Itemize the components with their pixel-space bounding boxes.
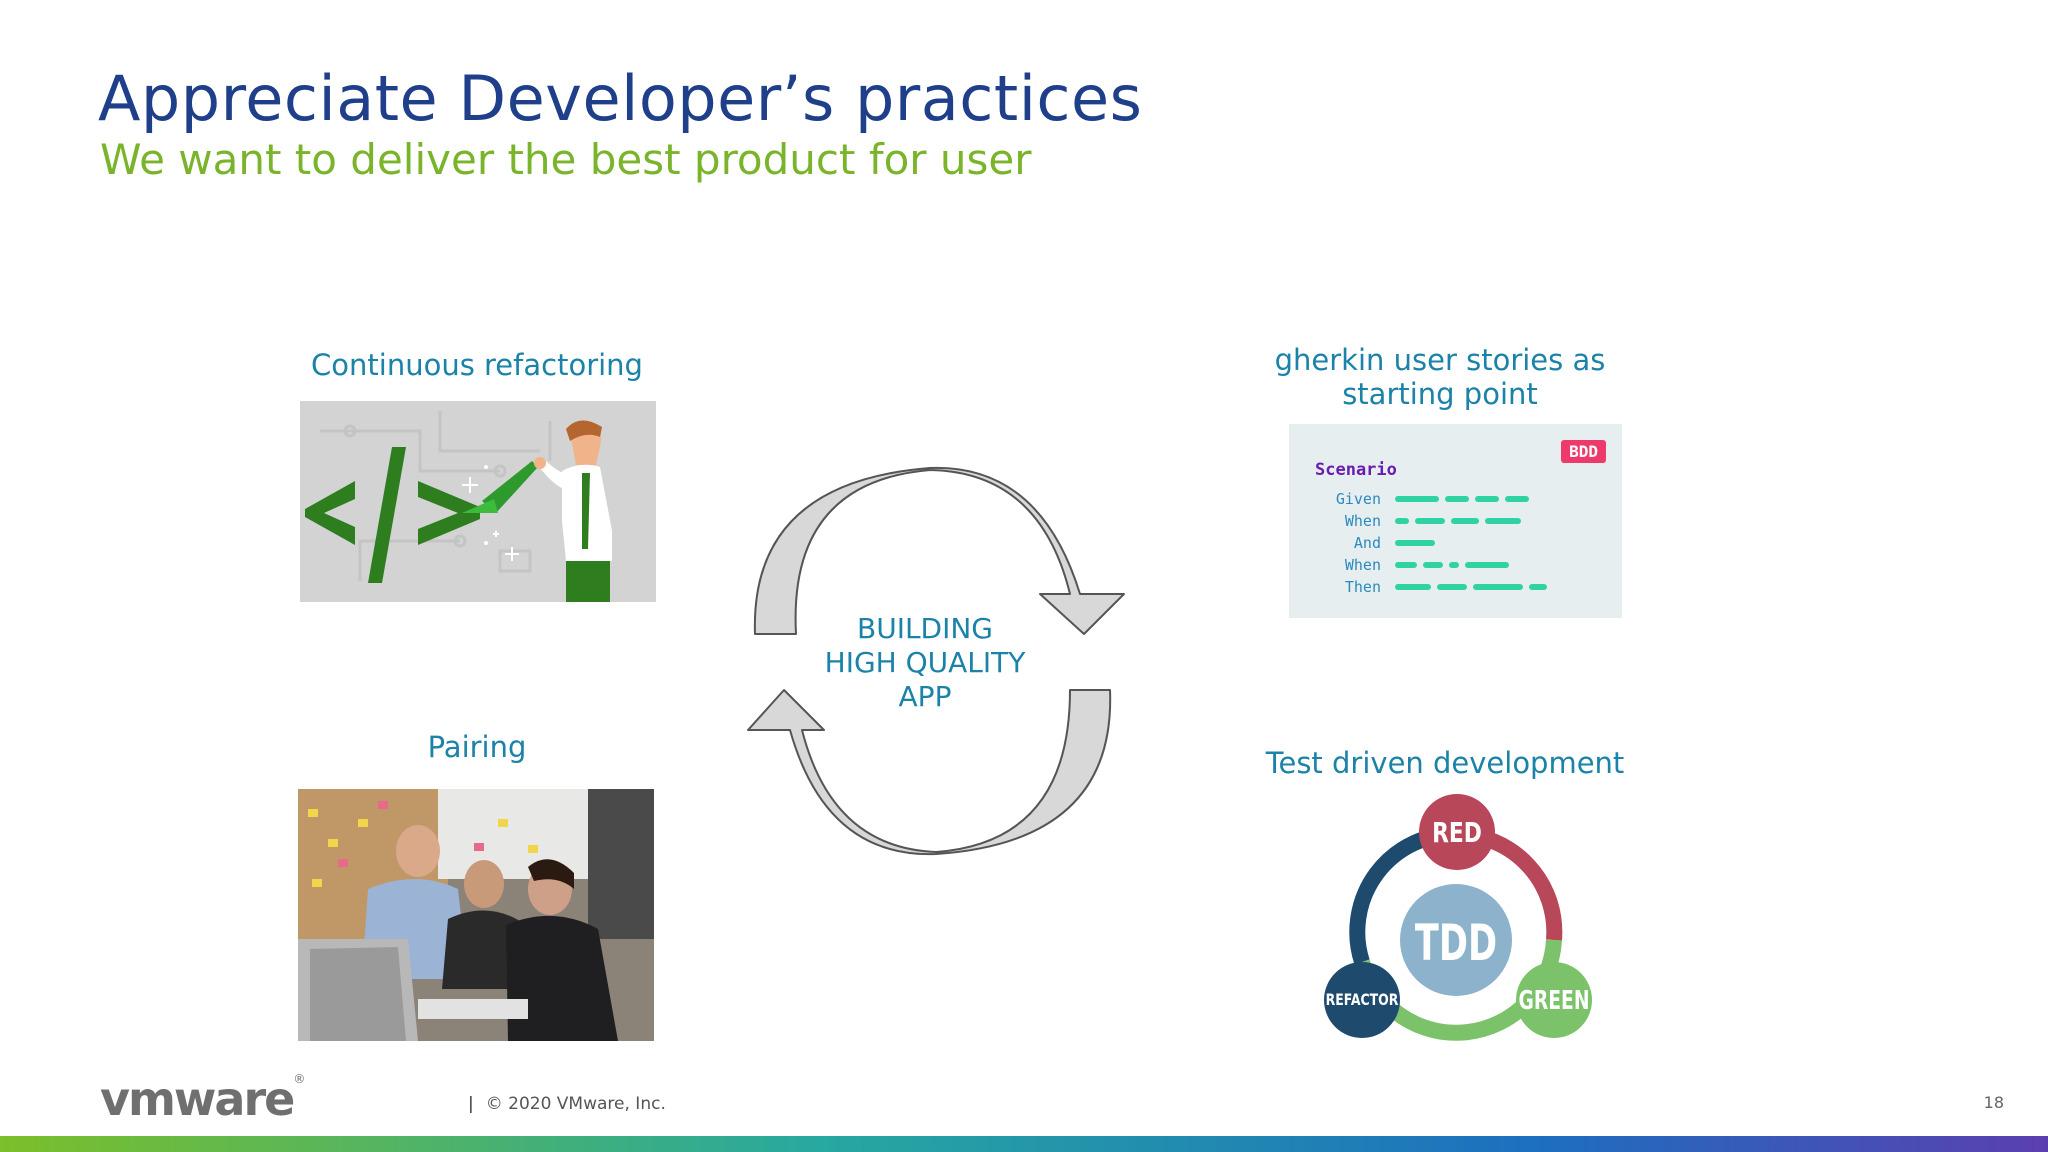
tdd-center-label: TDD <box>1414 914 1498 972</box>
pairing-photo <box>298 789 654 1041</box>
gherkin-label-line-2: starting point <box>1342 377 1538 411</box>
copyright: | © 2020 VMware, Inc. <box>468 1094 666 1114</box>
footer-separator: | <box>468 1094 474 1114</box>
step-keyword: Given <box>1335 490 1381 508</box>
step-keyword: Then <box>1344 578 1381 596</box>
tdd-red-label: RED <box>1432 816 1482 849</box>
refactoring-illustration <box>300 401 656 602</box>
cycle-label-line-2: HIGH QUALITY <box>824 646 1026 679</box>
refactoring-label: Continuous refactoring <box>311 348 643 382</box>
vmware-logo-text: vmware <box>100 1072 295 1126</box>
gherkin-card: BDD Scenario Given When And When Then <box>1289 424 1622 618</box>
gherkin-label-line-1: gherkin user stories as <box>1274 343 1606 377</box>
scenario-heading: Scenario <box>1315 460 1397 480</box>
step-keyword: When <box>1344 556 1381 574</box>
gherkin-steps: Given When And When Then <box>1289 488 1553 598</box>
bdd-badge: BDD <box>1561 440 1606 463</box>
gherkin-step: Given <box>1289 488 1553 510</box>
tdd-refactor-label: REFACTOR <box>1325 990 1399 1009</box>
cycle-center-label: BUILDING HIGH QUALITY APP <box>790 612 1060 714</box>
gherkin-label: gherkin user stories as starting point <box>1240 343 1640 411</box>
cycle-label-line-3: APP <box>898 680 952 713</box>
gherkin-step: When <box>1289 554 1553 576</box>
copyright-text: © 2020 VMware, Inc. <box>485 1094 666 1114</box>
cycle-label-line-1: BUILDING <box>856 612 994 645</box>
page-number: 18 <box>1983 1093 2004 1112</box>
brand-gradient-bar <box>0 1136 2048 1152</box>
tdd-diagram: TDD RED GREEN REFACTOR <box>1320 790 1596 1060</box>
vmware-logo: vmware® <box>100 1072 306 1126</box>
step-keyword: When <box>1344 512 1381 530</box>
cycle-diagram <box>740 462 1126 858</box>
pairing-label: Pairing <box>427 730 527 764</box>
slide-title: Appreciate Developer’s practices <box>98 62 1143 135</box>
tdd-label: Test driven development <box>1265 746 1625 780</box>
gherkin-step: When <box>1289 510 1553 532</box>
gherkin-step: Then <box>1289 576 1553 598</box>
gherkin-step: And <box>1289 532 1553 554</box>
slide-subtitle: We want to deliver the best product for … <box>100 135 1032 184</box>
step-keyword: And <box>1353 534 1381 552</box>
tdd-green-label: GREEN <box>1518 986 1590 1016</box>
